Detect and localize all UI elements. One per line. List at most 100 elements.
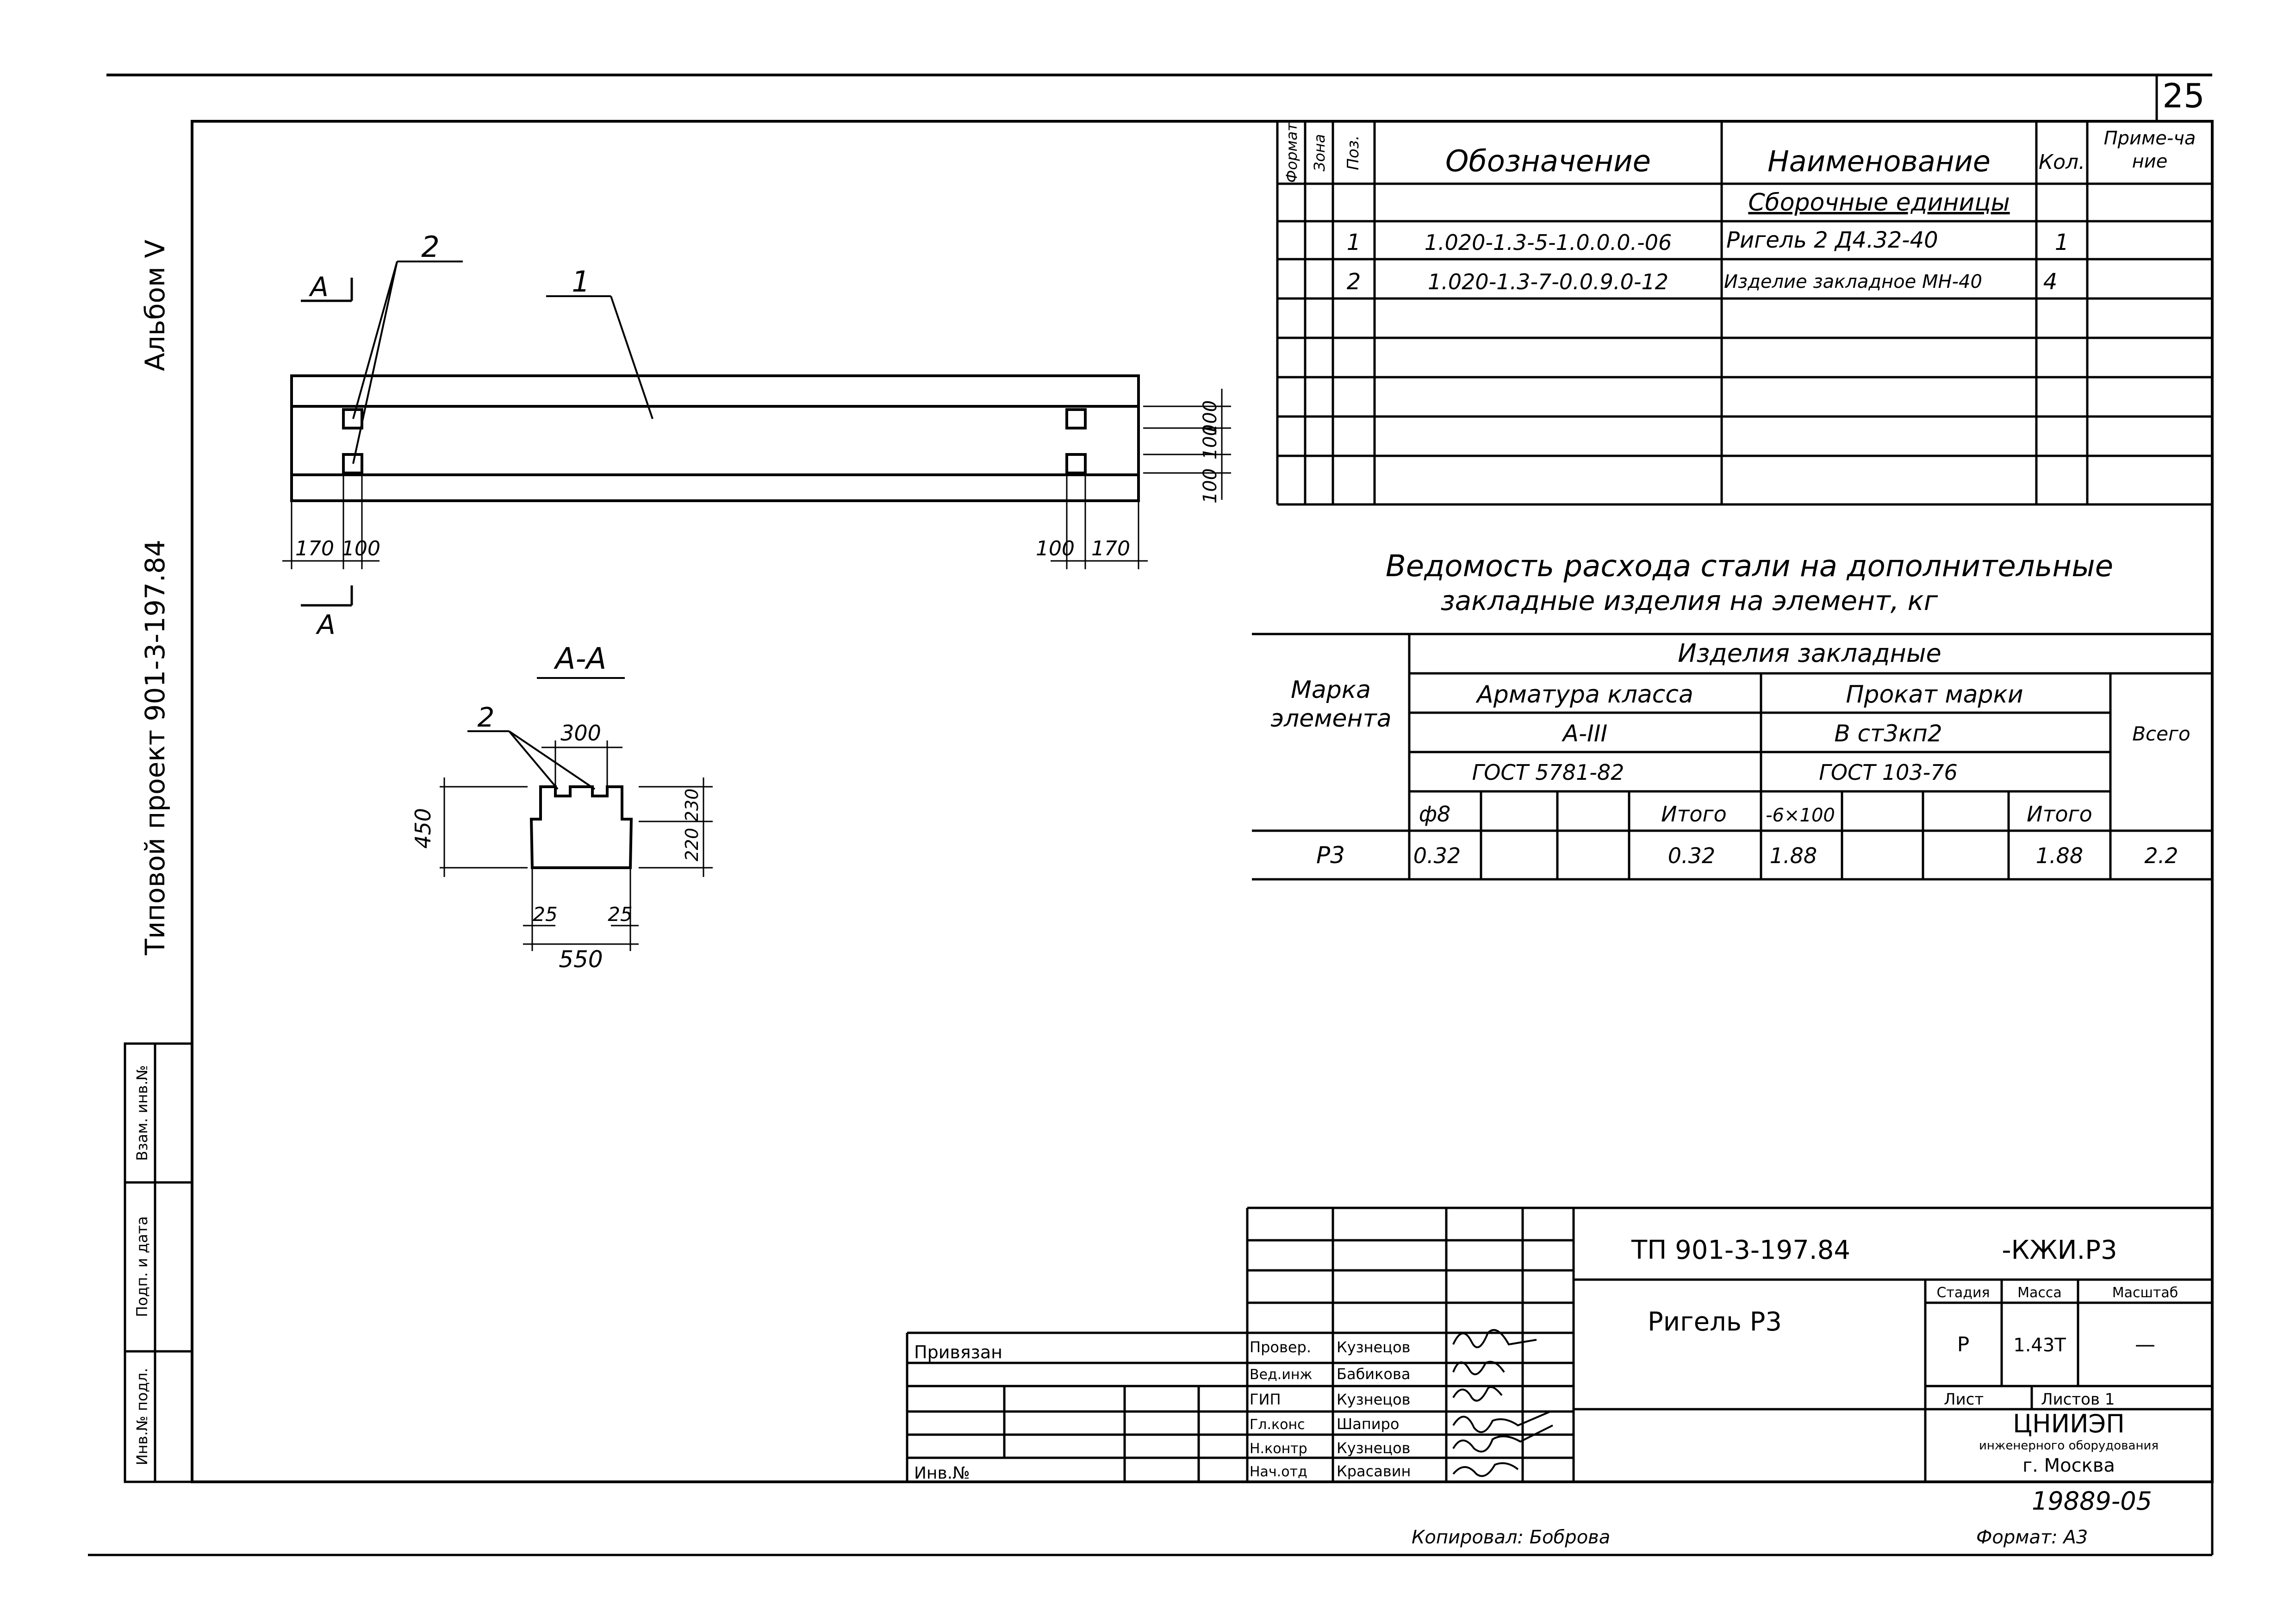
- dim-v1: 100: [1200, 400, 1221, 435]
- signature-scribbles: [1452, 1329, 1553, 1477]
- tb-org-line1: ЦНИИЭП: [2013, 1409, 2125, 1438]
- tb-sheet-label: Лист: [1944, 1390, 1984, 1409]
- signature-rows: Провер. Кузнецов Вед.инж Бабикова ГИП Ку…: [1250, 1338, 1411, 1480]
- steel-row-d8: 0.32: [1413, 843, 1461, 868]
- steel-title-line2: закладные изделия на элемент, кг: [1441, 585, 1938, 616]
- spec-hdr-zona: Зона: [1311, 134, 1328, 172]
- spec-row-1-qty: 1: [2055, 230, 2069, 255]
- strip-vzam-inv: Взам. инв.№: [133, 1065, 151, 1161]
- tb-sheet-code: -КЖИ.Р3: [2002, 1235, 2117, 1265]
- tb-stage-label: Стадия: [1936, 1285, 1990, 1301]
- sig-name-5: Кузнецов: [1337, 1439, 1411, 1457]
- section-callout-2: 2: [478, 702, 495, 733]
- spec-row-1-poz: 1: [1347, 230, 1361, 255]
- tb-scale: —: [2135, 1333, 2155, 1356]
- sig-name-3: Кузнецов: [1337, 1391, 1411, 1408]
- dim-v2: 100: [1200, 424, 1221, 460]
- steel-hdr-rebar: Арматура класса: [1475, 681, 1693, 709]
- tb-scale-label: Масштаб: [2112, 1285, 2178, 1301]
- dim-section-height: 450: [411, 808, 436, 849]
- steel-row-mark: Р3: [1316, 842, 1345, 869]
- sig-name-1: Кузнецов: [1337, 1338, 1411, 1356]
- section-a-a: А-А 2 300 450 230 2: [411, 642, 713, 973]
- dim-right-edge: 170: [1091, 537, 1130, 560]
- specification-table: Формат Зона Поз. Обозначение Наименовани…: [1276, 121, 2212, 506]
- sig-role-2: Вед.инж: [1250, 1367, 1312, 1383]
- steel-hdr-mark: Марка элемента: [1270, 676, 1392, 733]
- doc-number: 19889-05: [2032, 1486, 2152, 1516]
- dim-section-top: 300: [560, 721, 601, 746]
- spec-row-2-name: Изделие закладное МН-40: [1724, 271, 1982, 292]
- sig-role-1: Провер.: [1250, 1338, 1311, 1356]
- dim-left-gap: 100: [342, 537, 380, 560]
- dim-section-off-right: 25: [608, 903, 632, 926]
- tb-org-line2: инженерного оборудования: [1979, 1439, 2159, 1453]
- steel-hdr-rolled: Прокат марки: [1846, 681, 2023, 709]
- tb-stage: Р: [1957, 1333, 1970, 1356]
- section-mark-top: А: [308, 271, 329, 303]
- spec-row-1-designation: 1.020-1.3-5-1.0.0.0.-06: [1425, 230, 1672, 255]
- format-label: Формат: А3: [1976, 1527, 2088, 1548]
- section-mark-bottom: А: [315, 609, 336, 640]
- steel-sub-6x100: -6×100: [1766, 805, 1835, 826]
- spec-row-2-designation: 1.020-1.3-7-0.0.9.0-12: [1428, 269, 1668, 294]
- sheet-frame: [88, 74, 2214, 1556]
- spec-hdr-qty: Кол.: [2039, 150, 2085, 174]
- sig-name-2: Бабикова: [1337, 1365, 1410, 1383]
- steel-sub-itogo-rolled: Итого: [2027, 802, 2092, 827]
- spec-hdr-name: Наименование: [1767, 144, 1991, 178]
- steel-title-line1: Ведомость расхода стали на дополнительны…: [1386, 549, 2113, 584]
- tb-privyazan: Привязан: [914, 1342, 1002, 1362]
- spec-row-2-poz: 2: [1347, 269, 1361, 295]
- steel-hdr-rebar-class: А-III: [1562, 720, 1607, 747]
- sig-role-6: Нач.отд: [1250, 1464, 1307, 1480]
- steel-hdr-rolled-gost: ГОСТ 103-76: [1819, 760, 1958, 785]
- spec-hdr-format: Формат: [1283, 122, 1300, 183]
- spec-row-2-qty: 4: [2043, 269, 2058, 295]
- steel-sub-itogo-rebar: Итого: [1661, 802, 1727, 827]
- strip-inv-podl: Инв.№ подл.: [133, 1368, 151, 1466]
- left-side-strip: Альбом V Типовой проект 901-3-197.84 Вза…: [124, 240, 193, 1483]
- steel-row-rebar-total: 0.32: [1668, 843, 1715, 868]
- project-label: Типовой проект 901-3-197.84: [139, 540, 171, 956]
- dim-section-h-top: 230: [682, 789, 702, 822]
- spec-hdr-designation: Обозначение: [1445, 144, 1651, 179]
- callout-1: 1: [572, 265, 590, 298]
- dim-v3: 100: [1200, 468, 1221, 504]
- dim-right-gap: 100: [1036, 537, 1075, 560]
- spec-row-1-name: Ригель 2 Д4.32-40: [1726, 227, 1938, 253]
- steel-hdr-products: Изделия закладные: [1678, 639, 1941, 668]
- tb-mass: 1.43Т: [2013, 1335, 2066, 1356]
- copied-by: Копировал: Боброва: [1412, 1527, 1610, 1548]
- spec-section-title: Сборочные единицы: [1748, 189, 2010, 217]
- steel-hdr-rebar-gost: ГОСТ 5781-82: [1472, 760, 1624, 785]
- tb-sheets-label: Листов 1: [2041, 1390, 2115, 1409]
- dim-left-edge: 170: [295, 537, 334, 560]
- tb-element-name: Ригель Р3: [1648, 1307, 1782, 1337]
- sig-role-4: Гл.конс: [1250, 1417, 1305, 1433]
- sig-name-4: Шапиро: [1337, 1415, 1399, 1433]
- spec-hdr-poz: Поз.: [1344, 135, 1363, 170]
- steel-hdr-total: Всего: [2132, 722, 2190, 745]
- sig-role-5: Н.контр: [1250, 1441, 1307, 1457]
- album-label: Альбом V: [139, 240, 171, 371]
- steel-consumption-table: Ведомость расхода стали на дополнительны…: [1252, 549, 2212, 881]
- tb-code: ТП 901-3-197.84: [1631, 1235, 1850, 1265]
- steel-row-rolled: 1.88: [1770, 843, 1817, 868]
- tb-mass-label: Масса: [2017, 1285, 2062, 1301]
- dim-section-bottom: 550: [559, 946, 603, 973]
- title-block: ТП 901-3-197.84 -КЖИ.Р3 Ригель Р3 Стадия…: [906, 1206, 2212, 1548]
- dim-section-h-bottom: 220: [682, 828, 702, 862]
- spec-hdr-note: Приме-чание: [2103, 128, 2196, 172]
- strip-podp-data: Подп. и дата: [133, 1216, 151, 1317]
- steel-sub-d8: ф8: [1419, 802, 1451, 827]
- sig-role-3: ГИП: [1250, 1391, 1281, 1408]
- dim-section-off-left: 25: [533, 903, 557, 926]
- callout-2: 2: [421, 230, 439, 264]
- tb-inv-no: Инв.№: [914, 1464, 970, 1483]
- steel-row-rolled-total: 1.88: [2036, 843, 2083, 868]
- steel-row-total: 2.2: [2144, 843, 2178, 868]
- page-number: 25: [2162, 76, 2205, 115]
